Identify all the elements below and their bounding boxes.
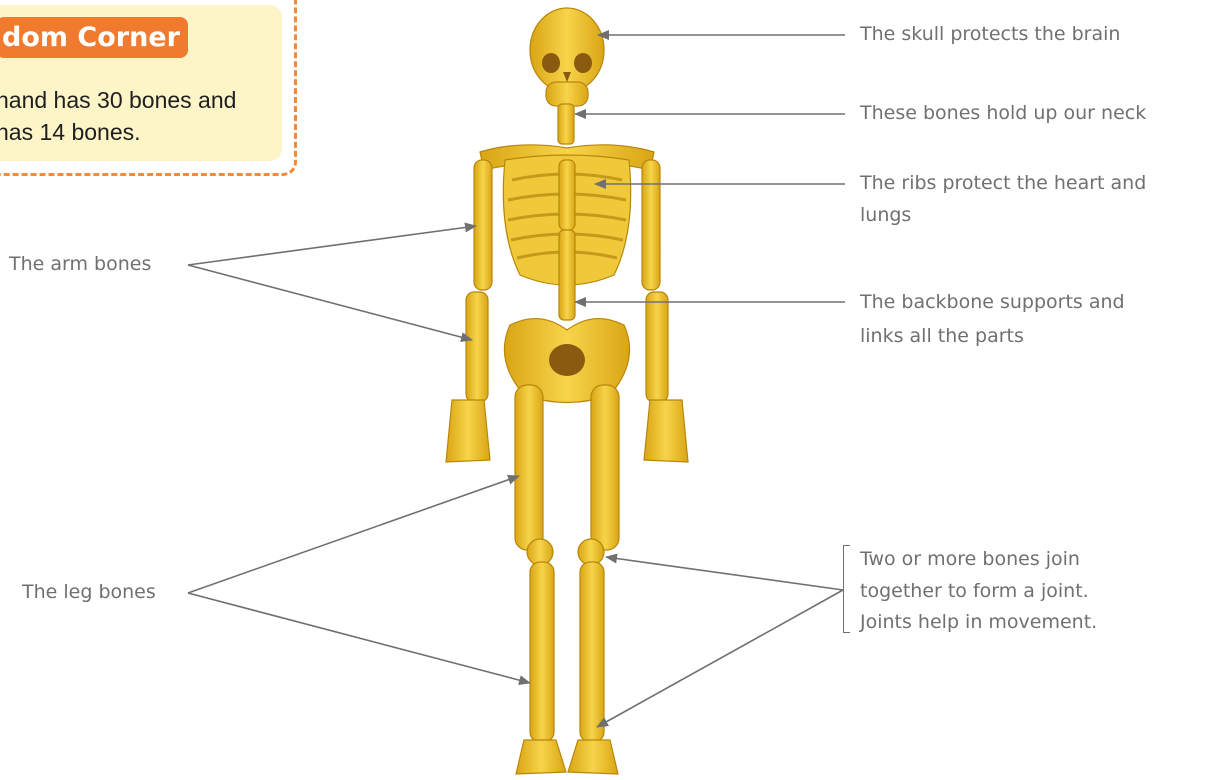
- right-hand: [644, 400, 688, 462]
- leg-pointer-lower: [188, 593, 530, 683]
- jaw: [546, 82, 588, 106]
- ribs-label-line-2: lungs: [860, 200, 911, 230]
- joint-label-line-1: Two or more bones join: [860, 544, 1080, 574]
- joint-pointer-ankle: [597, 590, 843, 727]
- pelvic-opening: [549, 344, 585, 376]
- joint-pointer-knee: [606, 557, 843, 590]
- joint-label-line-2: together to form a joint.: [860, 576, 1089, 606]
- skull-label: The skull protects the brain: [860, 19, 1120, 49]
- right-knee: [578, 539, 604, 565]
- skeleton: [446, 8, 688, 774]
- right-forearm: [646, 292, 668, 402]
- right-foot: [568, 740, 618, 774]
- left-hand: [446, 400, 490, 462]
- arm-pointer-upper: [188, 226, 476, 265]
- backbone-label-line-2: links all the parts: [860, 321, 1024, 351]
- left-foot: [516, 740, 566, 774]
- right-thigh-bone: [591, 385, 619, 550]
- leg-pointer-upper: [188, 476, 519, 593]
- neck-label: These bones hold up our neck: [860, 98, 1146, 128]
- backbone: [559, 230, 575, 320]
- right-upper-arm: [642, 160, 660, 290]
- left-forearm: [466, 292, 488, 402]
- left-knee: [527, 539, 553, 565]
- leg-bones-label: The leg bones: [22, 577, 156, 607]
- right-eye-socket: [574, 53, 592, 73]
- backbone-label-line-1: The backbone supports and: [860, 287, 1125, 317]
- left-upper-arm: [474, 160, 492, 290]
- arm-pointer-lower: [188, 265, 472, 340]
- sternum: [559, 160, 575, 230]
- neck-vertebrae: [558, 104, 574, 144]
- left-eye-socket: [542, 53, 560, 73]
- joint-label-line-3: Joints help in movement.: [860, 607, 1097, 637]
- left-shin-bone: [530, 562, 554, 742]
- arm-bones-label: The arm bones: [9, 249, 151, 279]
- left-thigh-bone: [515, 385, 543, 550]
- ribs-label-line-1: The ribs protect the heart and: [860, 168, 1146, 198]
- right-shin-bone: [580, 562, 604, 742]
- joint-bracket: [843, 545, 850, 633]
